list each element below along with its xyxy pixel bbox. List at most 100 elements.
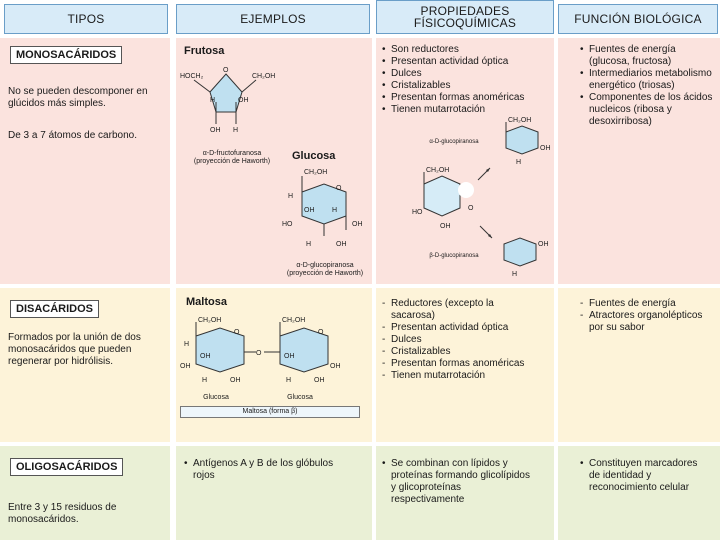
di-func-1-l2: por su sabor	[589, 322, 645, 333]
open-o: O	[468, 205, 474, 212]
oligo-ej-l2: rojos	[193, 470, 215, 481]
glucose-structure: CH₂OH O H OH H HO OH H OH	[282, 169, 363, 248]
disacaridos-desc: Formados por la unión de dos monosacárid…	[8, 332, 168, 368]
oligosacaridos-label: OLIGOSACÁRIDOS	[10, 458, 124, 476]
mono-func-item: Intermediarios metabolismo energético (t…	[580, 68, 718, 92]
open-oh: OH	[440, 223, 451, 230]
mal-oh-4: OH	[330, 363, 341, 370]
maltose-structure: CH₂OH CH₂OH O O O H OH OH OH OH H OH H O…	[180, 317, 341, 384]
header-funcion-text: FUNCIÓN BIOLÓGICA	[574, 12, 702, 26]
glu-oh1: OH	[304, 207, 315, 214]
di-prop-item: Tienen mutarrotación	[382, 370, 552, 382]
fru-o: O	[223, 67, 229, 74]
fru-oh2: OH	[210, 127, 221, 134]
maltosa-name: Maltosa	[186, 296, 227, 308]
mal-oh-2: OH	[180, 363, 191, 370]
header-propiedades-line2: FÍSICOQUÍMICAS	[413, 16, 517, 30]
mono-prop-item: Tienen mutarrotación	[382, 104, 552, 116]
header-ejemplos-text: EJEMPLOS	[240, 12, 306, 26]
header-propiedades: PROPIEDADES FÍSICOQUÍMICAS	[376, 0, 554, 34]
di-func-item: Atractores organolépticos por su sabor	[580, 310, 718, 334]
fructosa-caption: α-D-fructofuranosa (proyección de Hawort…	[182, 150, 282, 166]
maltose-ring-1	[195, 327, 245, 373]
mono-func-0-l2: (glucosa, fructosa)	[589, 56, 672, 67]
row-mono-ejemplos	[176, 38, 372, 284]
monosacaridos-desc1: No se pueden descomponer en glúcidos más…	[8, 86, 168, 110]
disacaridos-funcion: Fuentes de energía Atractores organolépt…	[580, 298, 718, 334]
oligo-prop-item: Se combinan con lípidos y proteínas form…	[382, 458, 552, 506]
mono-func-1-l1: Intermediarios metabolismo	[589, 68, 712, 79]
mono-func-item: Fuentes de energía (glucosa, fructosa)	[580, 44, 718, 68]
maltosa-caption: Maltosa (forma β)	[180, 406, 360, 418]
maltosa-glucosa-1: Glucosa	[203, 394, 229, 401]
header-tipos-text: TIPOS	[67, 12, 105, 26]
di-prop-item: Cristalizables	[382, 346, 552, 358]
fructose-structure: HOCH₂ CH₂OH O H OH OH H	[180, 67, 275, 134]
fru-cap-line2: (proyección de Haworth)	[193, 158, 271, 165]
mono-prop-item: Cristalizables	[382, 80, 552, 92]
di-prop-item: Presentan formas anoméricas	[382, 358, 552, 370]
di-prop-0-l1: Reductores (excepto la	[391, 298, 494, 309]
disacaridos-label: DISACÁRIDOS	[10, 300, 100, 318]
beta-oh: OH	[538, 241, 549, 248]
fru-hoch2: HOCH₂	[180, 73, 204, 80]
mono-prop-item: Presentan formas anoméricas	[382, 92, 552, 104]
mal-oh-1: OH	[200, 353, 211, 360]
glu-h2: H	[332, 207, 337, 214]
di-prop-item: Reductores (excepto la sacarosa)	[382, 298, 552, 322]
oligo-prop-l4: respectivamente	[391, 494, 465, 505]
mal-h-1: H	[184, 341, 189, 348]
mono-desc1-line1: No se pueden descomponer en	[8, 86, 148, 97]
open-ch2oh: CH₂OH	[426, 167, 449, 174]
oligo-prop-l3: y glicoproteínas	[391, 482, 462, 493]
mal-o-link: O	[256, 350, 262, 357]
open-chain-glucose-structure: CH₂OH HO O OH	[412, 167, 474, 230]
maltosa-glucosa-2: Glucosa	[287, 394, 313, 401]
mutarrotation-arrows	[477, 167, 493, 239]
maltose-ring-2	[279, 327, 329, 373]
mono-prop-item: Son reductores	[382, 44, 552, 56]
fructose-ring	[209, 73, 243, 113]
mal-oh-5: OH	[230, 377, 241, 384]
fru-h1: H	[210, 97, 215, 104]
fru-oh1: OH	[238, 97, 249, 104]
mono-func-2-l3: desoxirribosa)	[589, 116, 652, 127]
disacaridos-propiedades: Reductores (excepto la sacarosa) Present…	[382, 298, 552, 382]
glu-cap-line1: α-D-glucopiranosa	[296, 262, 354, 269]
oligo-prop-l2: proteínas formando glicolípidos	[391, 470, 530, 481]
di-desc-line3: regenerar por hidrólisis.	[8, 356, 114, 367]
mono-func-2-l2: nucleicos (ribosa y	[589, 104, 672, 115]
beta-glucose-structure: OH H	[503, 237, 549, 278]
mal-oh-3: OH	[284, 353, 295, 360]
monosacaridos-desc2: De 3 a 7 átomos de carbono.	[8, 130, 137, 141]
mal-ch2oh-2: CH₂OH	[282, 317, 305, 324]
di-desc-line2: monosacáridos que pueden	[8, 344, 132, 355]
glu-h1: H	[288, 193, 293, 200]
glu-oh2: OH	[352, 221, 363, 228]
oligo-ej-l1: Antígenos A y B de los glóbulos	[193, 458, 334, 469]
oligo-prop-l1: Se combinan con lípidos y	[391, 458, 508, 469]
alpha-h: H	[516, 159, 521, 166]
glu-h3: H	[306, 241, 311, 248]
mono-prop-item: Dulces	[382, 68, 552, 80]
glu-ch2oh: CH₂OH	[304, 169, 327, 176]
di-func-1-l1: Atractores organolépticos	[589, 310, 703, 321]
monosacaridos-label: MONOSACÁRIDOS	[10, 46, 123, 64]
fru-h2: H	[233, 127, 238, 134]
oligosacaridos-ejemplos: Antígenos A y B de los glóbulos rojos	[184, 458, 370, 482]
mono-func-2-l1: Componentes de los ácidos	[589, 92, 713, 103]
fru-ch2oh: CH₂OH	[252, 73, 275, 80]
oligo-func-l1: Constituyen marcadores	[589, 458, 698, 469]
header-tipos: TIPOS	[4, 4, 168, 34]
oligo-func-l3: reconocimiento celular	[589, 482, 690, 493]
oligosacaridos-desc: Entre 3 y 15 residuos de monosacáridos.	[8, 502, 168, 526]
mono-prop-item: Presentan actividad óptica	[382, 56, 552, 68]
oligo-func-l2: de identidad y	[589, 470, 652, 481]
alpha-ch2oh: CH₂OH	[508, 117, 531, 124]
di-prop-0-l2: sacarosa)	[391, 310, 435, 321]
di-func-item: Fuentes de energía	[580, 298, 718, 310]
fru-cap-line1: α-D-fructofuranosa	[202, 150, 262, 157]
mono-desc1-line2: glúcidos más simples.	[8, 98, 106, 109]
alpha-glucopiranosa-label: α-D-glucopiranosa	[429, 139, 479, 145]
oligosacaridos-funcion: Constituyen marcadores de identidad y re…	[580, 458, 718, 494]
